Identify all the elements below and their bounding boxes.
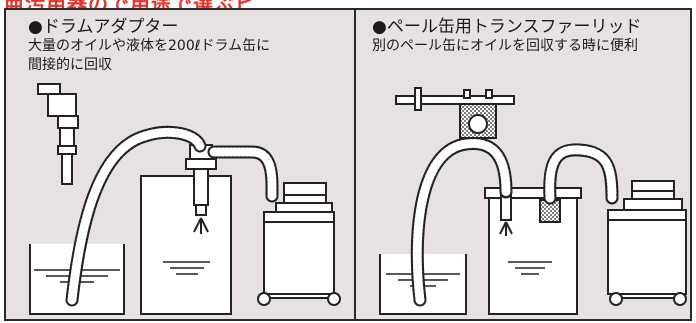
panel-desc-drum-adapter-line2: 間接的に回収 (28, 57, 112, 73)
panel-title-pail-transfer-lid: ●ペール缶用トランスファーリッド (372, 17, 642, 37)
header-title: 亜汚用器ので用途で選ぶビ (4, 0, 256, 8)
panel-desc-drum-adapter-line1: 大量のオイルや液体を200ℓドラム缶に (28, 38, 271, 54)
vacuum-unit-right (607, 180, 687, 306)
transfer-lid-detail-icon (395, 87, 515, 139)
outlet-hose-right (543, 143, 619, 205)
suction-hose-right (410, 137, 513, 307)
panel-desc-pail-transfer-lid: 別のペール缶にオイルを回収する時に便利 (372, 38, 638, 54)
outlet-hose-left (207, 145, 279, 203)
pail-container (484, 187, 582, 315)
panel-title-drum-adapter: ●ドラムアダプター (28, 17, 179, 37)
panel-divider (354, 8, 356, 321)
header-title-cropped: 亜汚用器ので用途で選ぶビ (0, 0, 696, 8)
vacuum-unit-left (257, 182, 341, 306)
drum-container (140, 175, 232, 315)
drum-adapter-detail-icon (37, 83, 79, 185)
suction-hose-left (65, 125, 207, 307)
